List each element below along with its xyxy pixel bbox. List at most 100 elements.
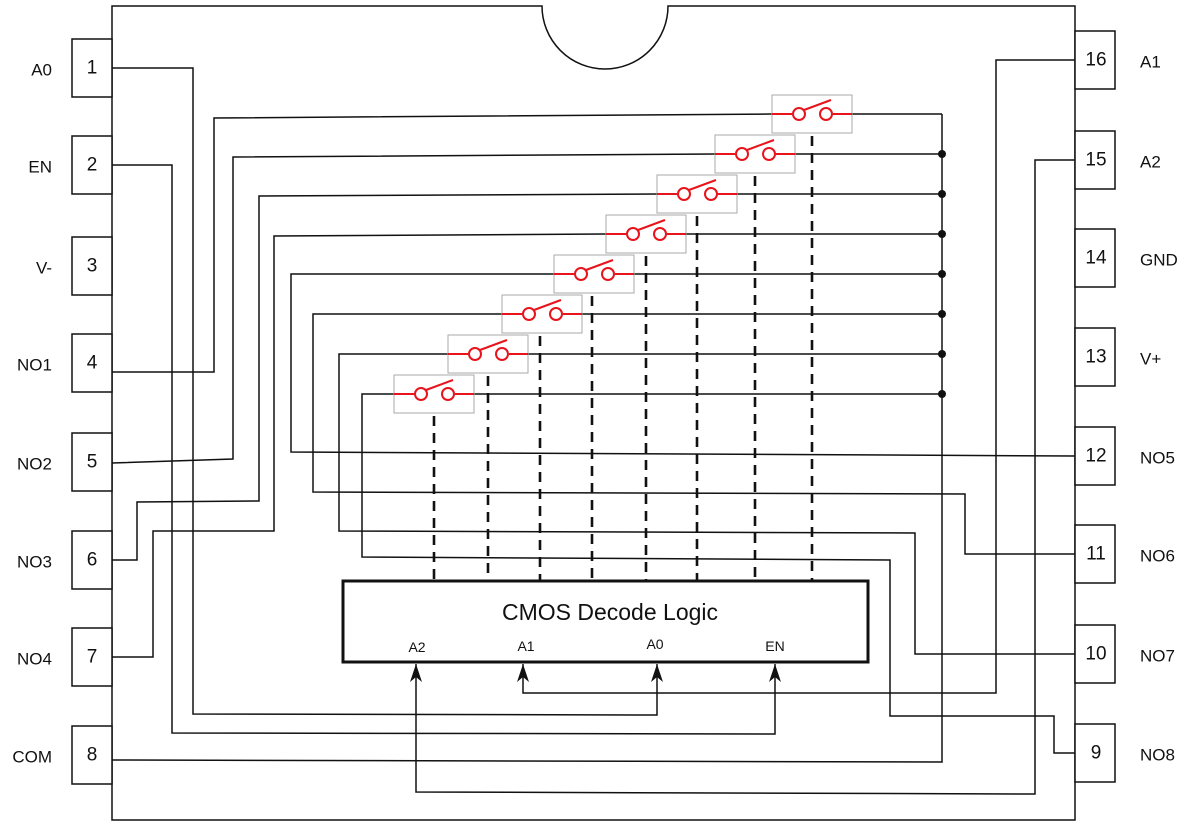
pin-number: 8 [87, 745, 98, 766]
pin-label: NO3 [17, 553, 52, 572]
chip-body [111, 5, 1076, 821]
pin-box [71, 432, 113, 492]
switch-contact [574, 267, 588, 281]
switch-arm-open [479, 339, 508, 351]
pin-label: V- [36, 259, 52, 278]
switch-contact [522, 307, 536, 321]
pin-number: 16 [1085, 50, 1106, 71]
pin-label: V+ [1140, 350, 1161, 369]
pin-box [1074, 624, 1116, 684]
switch-contact [549, 307, 563, 321]
decoder-input-en: EN [765, 638, 784, 654]
pin-box [1074, 327, 1116, 387]
pin-label: NO1 [17, 356, 52, 375]
pin-label: NO5 [1140, 449, 1175, 468]
switch-no5 [553, 254, 635, 294]
switch-array [393, 94, 853, 414]
pin-box [1074, 524, 1116, 584]
pin-label: COM [12, 748, 52, 767]
switch-arm-open [637, 219, 666, 231]
decode-logic-title: CMOS Decode Logic [502, 599, 718, 625]
pin-number: 15 [1085, 150, 1106, 171]
switch-contact [653, 227, 667, 241]
pin-number: 14 [1085, 248, 1107, 269]
pin-11: 11 NO6 [1074, 524, 1175, 584]
pin-2: 2 EN [28, 135, 113, 195]
channel-wire-no8 [361, 393, 1075, 754]
pin-14: 14 GND [1074, 228, 1178, 288]
pin-3: 3 V- [36, 236, 113, 296]
switch-contact [819, 107, 833, 121]
pin-label: EN [28, 158, 52, 177]
com-wire [111, 114, 943, 763]
channel-wire-no3 [112, 193, 658, 561]
switch-no7 [447, 334, 529, 374]
a2-wire [415, 159, 1075, 795]
switch-contact [677, 187, 691, 201]
pin-number: 6 [87, 550, 98, 571]
pin-number: 1 [87, 58, 98, 79]
a2-arrow-icon [410, 664, 422, 682]
switch-contact [495, 347, 509, 361]
a1-arrow-icon [517, 664, 529, 682]
pin-label: NO4 [17, 650, 52, 669]
channel-wire-no5 [290, 273, 1076, 457]
switch-arm-open [425, 379, 454, 391]
pin-box [71, 236, 113, 296]
pin-box [71, 135, 113, 195]
pin-number: 12 [1085, 446, 1106, 467]
switch-contact [468, 347, 482, 361]
switch-no4 [605, 214, 687, 254]
channel-wire-no1 [112, 113, 773, 373]
switch-no2 [714, 134, 796, 174]
switch-contact [704, 187, 718, 201]
switch-contact [601, 267, 615, 281]
a1-wire [522, 59, 1075, 694]
pin-label: NO8 [1140, 746, 1175, 765]
a0-wire [112, 67, 658, 716]
pin-label: GND [1140, 251, 1178, 270]
pin-label: NO2 [17, 455, 52, 474]
switch-contact [792, 107, 806, 121]
channel-wire-no2 [111, 153, 716, 464]
switch-no3 [656, 174, 738, 214]
pin-number: 9 [1091, 743, 1102, 764]
channel-wire-no7 [338, 353, 1075, 655]
switch-arm-open [533, 299, 562, 311]
en-wire [112, 164, 776, 735]
a0-arrow-icon [651, 664, 663, 682]
pin-number: 5 [87, 452, 98, 473]
pin-box [71, 38, 113, 98]
switch-arm-open [688, 179, 717, 191]
switch-contact [414, 387, 428, 401]
pin-box [1074, 426, 1116, 486]
pin-number: 10 [1085, 644, 1106, 665]
pin-number: 4 [87, 353, 98, 374]
pin-box [71, 627, 113, 687]
pin-box [71, 725, 113, 785]
pin-number: 2 [87, 155, 98, 176]
pin-number: 3 [87, 256, 98, 277]
pin-6: 6 NO3 [17, 530, 113, 590]
switch-contact [762, 147, 776, 161]
switch-no8 [393, 374, 475, 414]
switch-arm-open [585, 259, 614, 271]
pin-box [71, 333, 113, 393]
control-lines [432, 136, 814, 581]
pin-number: 11 [1086, 544, 1106, 565]
pin-5: 5 NO2 [17, 432, 113, 492]
decoder-input-a1: A1 [517, 638, 534, 654]
channel-wire-no6 [312, 313, 1075, 555]
switch-contact [735, 147, 749, 161]
pin-box [1074, 228, 1116, 288]
switch-arm-open [803, 99, 832, 111]
switch-arm-open [746, 139, 775, 151]
pin-label: NO6 [1140, 547, 1175, 566]
